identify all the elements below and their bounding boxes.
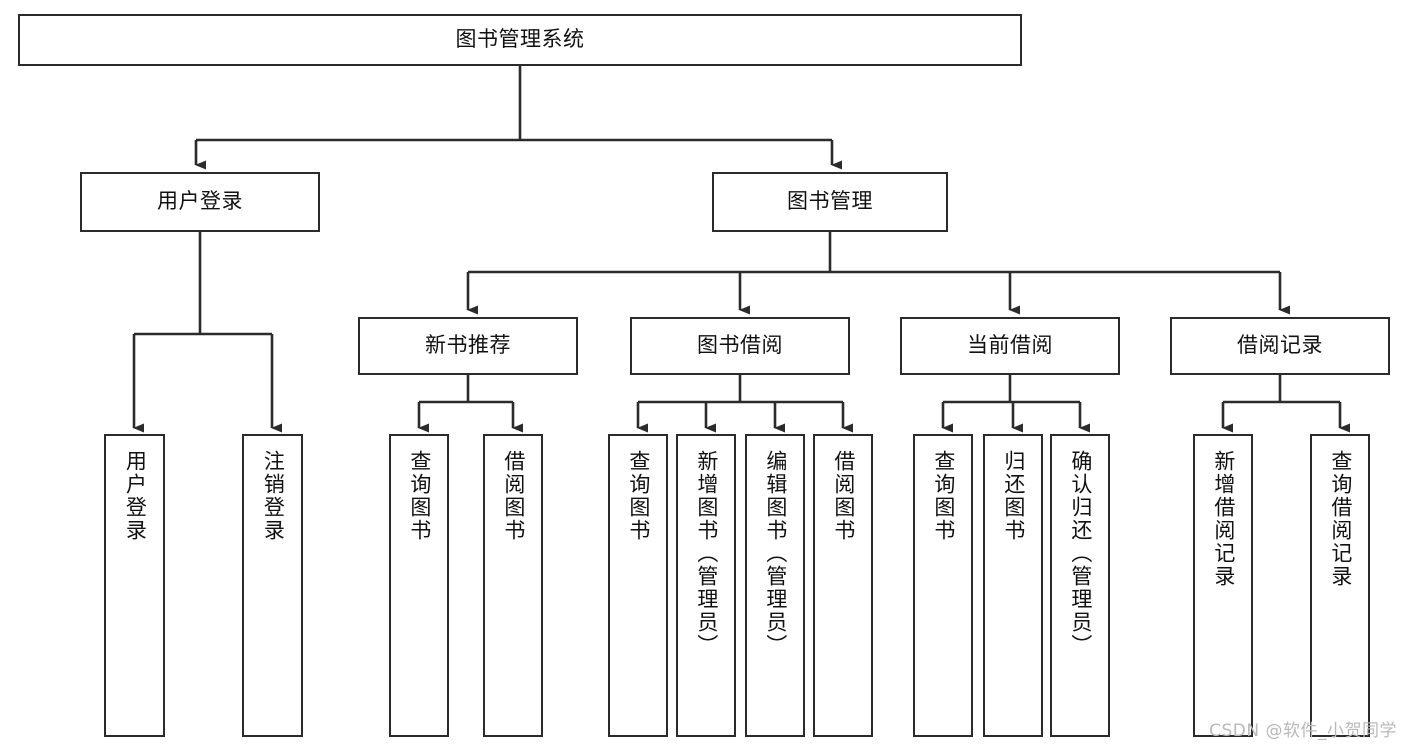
node-root-book-management-system[interactable]: 图书管理系统 bbox=[18, 14, 1022, 66]
node-label: 新增图书（管理员） bbox=[694, 450, 719, 657]
leaf-recommend-borrow-book[interactable]: 借阅图书 bbox=[483, 434, 543, 737]
leaf-user-login[interactable]: 用户登录 bbox=[104, 434, 165, 737]
node-label: 归还图书 bbox=[1001, 450, 1026, 542]
node-label: 用户登录 bbox=[157, 189, 243, 214]
node-label: 当前借阅 bbox=[967, 333, 1053, 358]
leaf-borrow-add-book-admin[interactable]: 新增图书（管理员） bbox=[676, 434, 736, 737]
leaf-borrow-query-book[interactable]: 查询图书 bbox=[608, 434, 668, 737]
node-label: 借阅记录 bbox=[1237, 333, 1323, 358]
node-label: 借阅图书 bbox=[831, 450, 856, 542]
leaf-current-confirm-return-admin[interactable]: 确认归还（管理员） bbox=[1050, 434, 1110, 737]
node-current-borrow[interactable]: 当前借阅 bbox=[900, 317, 1120, 375]
leaf-record-query-borrow-record[interactable]: 查询借阅记录 bbox=[1310, 434, 1370, 737]
node-label: 新增借阅记录 bbox=[1211, 450, 1236, 588]
leaf-borrow-borrow-book[interactable]: 借阅图书 bbox=[813, 434, 873, 737]
node-label: 确认归还（管理员） bbox=[1068, 450, 1093, 657]
leaf-current-return-book[interactable]: 归还图书 bbox=[983, 434, 1043, 737]
node-label: 查询图书 bbox=[626, 450, 651, 542]
leaf-recommend-query-book[interactable]: 查询图书 bbox=[389, 434, 449, 737]
node-label: 查询借阅记录 bbox=[1328, 450, 1353, 588]
node-label: 注销登录 bbox=[261, 450, 286, 542]
node-label: 图书借阅 bbox=[697, 333, 783, 358]
node-label: 查询图书 bbox=[931, 450, 956, 542]
node-label: 用户登录 bbox=[123, 450, 148, 542]
node-label: 查询图书 bbox=[407, 450, 432, 542]
node-label: 新书推荐 bbox=[425, 333, 511, 358]
node-label: 借阅图书 bbox=[501, 450, 526, 542]
leaf-current-query-book[interactable]: 查询图书 bbox=[913, 434, 973, 737]
node-book-borrow[interactable]: 图书借阅 bbox=[630, 317, 850, 375]
leaf-logout-login[interactable]: 注销登录 bbox=[242, 434, 303, 737]
node-borrow-record[interactable]: 借阅记录 bbox=[1170, 317, 1390, 375]
node-book-management[interactable]: 图书管理 bbox=[712, 172, 948, 232]
leaf-record-add-borrow-record[interactable]: 新增借阅记录 bbox=[1193, 434, 1253, 737]
node-label: 图书管理系统 bbox=[455, 27, 585, 52]
leaf-borrow-edit-book-admin[interactable]: 编辑图书（管理员） bbox=[745, 434, 805, 737]
node-user-login[interactable]: 用户登录 bbox=[80, 172, 320, 232]
node-new-book-recommend[interactable]: 新书推荐 bbox=[358, 317, 578, 375]
node-label: 图书管理 bbox=[787, 189, 873, 214]
node-label: 编辑图书（管理员） bbox=[763, 450, 788, 657]
